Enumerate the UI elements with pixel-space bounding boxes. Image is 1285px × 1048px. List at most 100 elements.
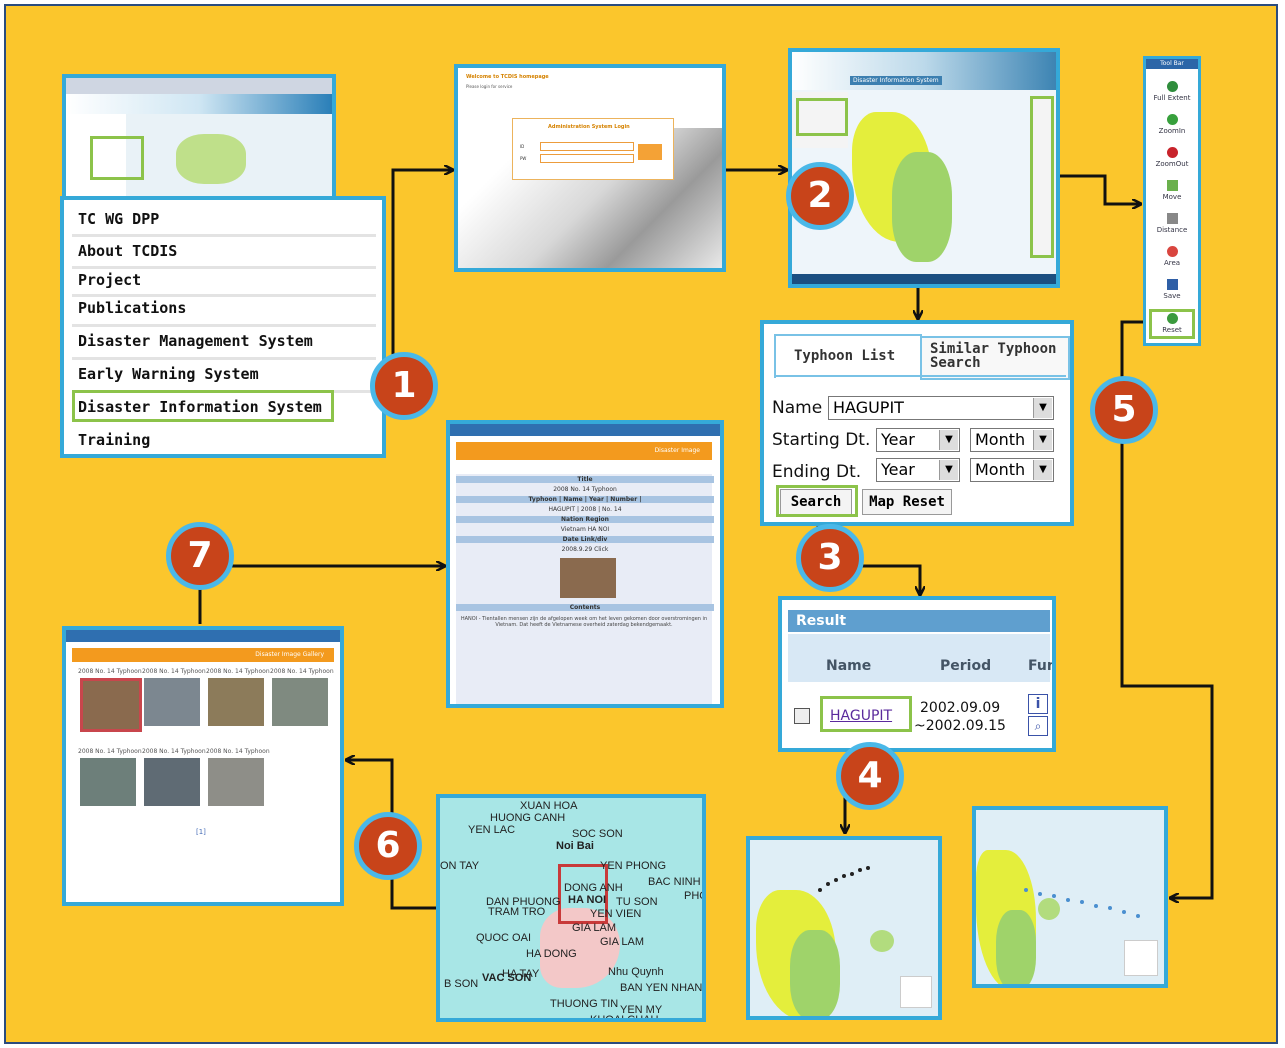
arrow-gallery-to-info [198, 566, 444, 624]
place-label: ON TAY [440, 860, 480, 872]
pagination-link[interactable]: [1] [196, 828, 206, 836]
search-icon[interactable]: ⌕ [1028, 716, 1048, 736]
tool-move[interactable]: Move [1146, 180, 1198, 201]
period-end: ~2002.09.15 [914, 718, 1006, 734]
window-titlebar [66, 630, 340, 642]
typhoon-track-map [746, 836, 942, 1020]
tool-save[interactable]: Save [1146, 279, 1198, 300]
menu-item-tc-wg-dpp[interactable]: TC WG DPP [78, 210, 160, 228]
place-label: YEN MY [620, 1004, 663, 1016]
login-id-label: ID [520, 144, 525, 149]
menu-item-publications[interactable]: Publications [78, 299, 187, 317]
menu-item-about[interactable]: About TCDIS [78, 242, 178, 260]
start-month-select[interactable]: Month▼ [970, 428, 1054, 452]
photo-caption: 2008 No. 14 Typhoon [78, 668, 142, 675]
column-header-function: Fun [1028, 658, 1056, 674]
place-label: THUONG TIN [550, 998, 619, 1010]
menu-item-training[interactable]: Training [78, 431, 151, 449]
photo-caption: 2008 No. 14 Typhoon [142, 668, 206, 675]
result-header-row [788, 634, 1050, 682]
step-badge-2: 2 [786, 162, 854, 230]
menu-item-early-warning[interactable]: Early Warning System [78, 365, 259, 383]
start-year-select[interactable]: Year▼ [876, 428, 960, 452]
island [1038, 898, 1060, 920]
login-button[interactable] [638, 144, 662, 160]
map-header-title: Disaster Information System [850, 76, 942, 85]
place-label: TRAM TRO [488, 906, 546, 918]
flood-photo[interactable] [144, 758, 200, 806]
photo-caption: 2008 No. 14 Typhoon [206, 668, 270, 675]
place-label: GIA LAM [572, 922, 617, 934]
typhoon-search-form: Typhoon List Similar Typhoon Search Name… [760, 320, 1074, 526]
tool-zoom-in[interactable]: ZoomIn [1146, 114, 1198, 135]
ruler-icon [1166, 213, 1178, 224]
flood-photo[interactable] [208, 758, 264, 806]
login-id-input[interactable] [540, 142, 634, 151]
flood-photo[interactable] [80, 678, 142, 732]
disaster-image-info-screenshot: Disaster Image Title 2008 No. 14 Typhoon… [446, 420, 724, 708]
place-label: PHO [684, 890, 706, 902]
ending-date-label: Ending Dt. [772, 462, 862, 482]
place-label: HA DONG [526, 948, 577, 960]
legend-box [1124, 940, 1158, 976]
toolbar-highlight [1030, 96, 1054, 258]
arrow-map-to-toolbar [1058, 174, 1140, 204]
map-reset-button[interactable]: Map Reset [862, 489, 952, 515]
typhoon-name-link[interactable]: HAGUPIT [830, 708, 893, 724]
step-badge-3: 3 [796, 524, 864, 592]
tcdis-home-screenshot [62, 74, 336, 200]
arrow-reset-to-full-map [1120, 320, 1214, 898]
place-label: HUONG CANH [490, 812, 566, 824]
tab-similar-search-label: Similar Typhoon Search [930, 341, 1057, 371]
step-badge-5: 5 [1090, 376, 1158, 444]
search-panel-highlight [796, 98, 848, 136]
search-button[interactable]: Search [780, 489, 852, 515]
tool-bar-title: Tool Bar [1146, 59, 1198, 69]
search-panel [792, 92, 848, 148]
place-label: TU SON [616, 896, 658, 908]
land-green [790, 930, 840, 1016]
row-checkbox[interactable] [794, 708, 810, 724]
tool-label: Distance [1156, 226, 1188, 234]
tool-label: ZoomIn [1158, 127, 1186, 135]
flood-photo[interactable] [80, 758, 136, 806]
menu-item-disaster-information[interactable]: Disaster Information System [78, 398, 322, 416]
step-badge-7: 7 [166, 522, 234, 590]
flood-photo[interactable] [144, 678, 200, 726]
info-contents-text: HANOI - Tientallen mensen zijn de afgelo… [460, 616, 708, 628]
info-icon[interactable]: i [1028, 694, 1048, 714]
tool-bar-screenshot: Tool Bar Full Extent ZoomIn ZoomOut Move… [1143, 56, 1201, 346]
divider [72, 234, 376, 237]
end-month-select[interactable]: Month▼ [970, 458, 1054, 482]
tab-typhoon-list[interactable] [774, 334, 922, 378]
login-pw-input[interactable] [540, 154, 634, 163]
end-year-select[interactable]: Year▼ [876, 458, 960, 482]
flood-photo[interactable] [208, 678, 264, 726]
tool-zoom-out[interactable]: ZoomOut [1146, 147, 1198, 168]
place-label: XUAN HOA [520, 800, 578, 812]
step-badge-4: 4 [836, 742, 904, 810]
map-toolbar [1032, 96, 1050, 256]
selected-item-highlight [72, 390, 334, 422]
start-year-value: Year [881, 430, 915, 449]
menu-item-project[interactable]: Project [78, 271, 142, 289]
flood-photo[interactable] [272, 678, 328, 726]
name-select[interactable]: HAGUPIT▼ [828, 396, 1054, 420]
zoom-out-icon [1166, 147, 1178, 158]
hanoi-highlight [558, 864, 608, 924]
tool-distance[interactable]: Distance [1146, 213, 1198, 234]
tab-similar-search[interactable] [920, 336, 1070, 380]
place-label: VAC SON [482, 972, 532, 984]
chevron-down-icon: ▼ [1033, 430, 1052, 450]
tool-reset[interactable]: Reset [1146, 313, 1198, 334]
menu-item-disaster-management[interactable]: Disaster Management System [78, 332, 313, 350]
result-header: Result [788, 610, 1050, 632]
info-row-title-header: Title [456, 476, 714, 483]
tool-full-extent[interactable]: Full Extent [1146, 81, 1198, 102]
tool-area[interactable]: Area [1146, 246, 1198, 267]
tab-underline [774, 375, 1066, 377]
info-row-title-value: 2008 No. 14 Typhoon [553, 486, 617, 493]
chevron-down-icon: ▼ [1033, 398, 1052, 418]
tab-typhoon-list-label: Typhoon List [794, 348, 896, 364]
full-extent-map [972, 806, 1168, 988]
